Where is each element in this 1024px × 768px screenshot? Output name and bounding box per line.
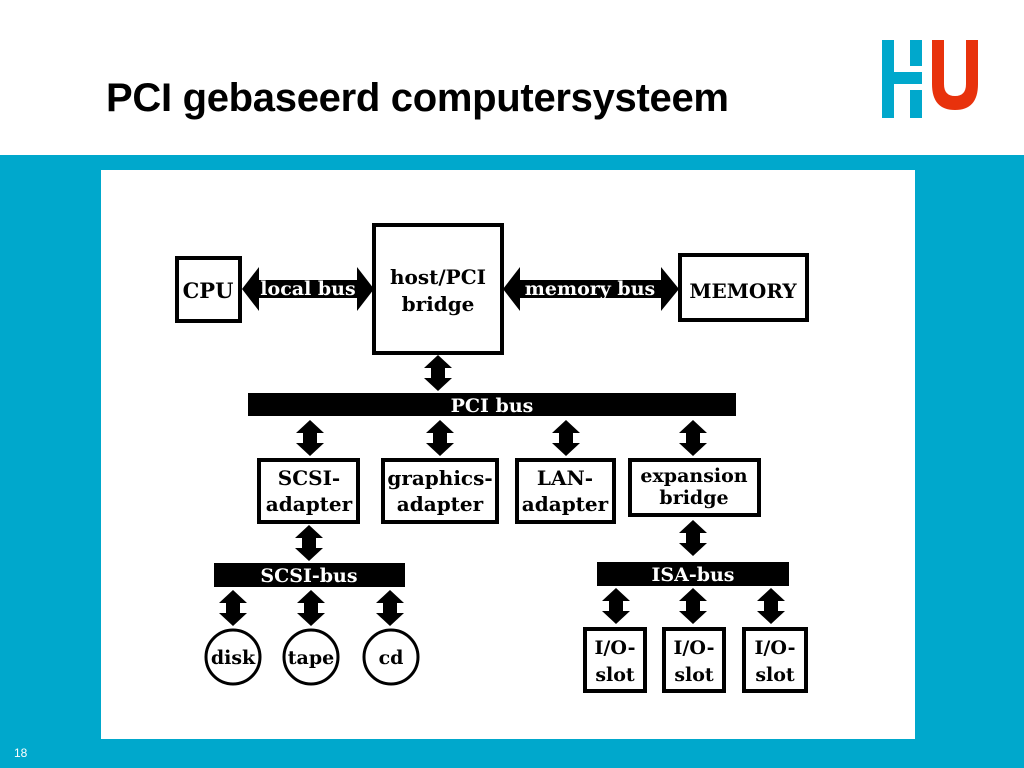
slide-title: PCI gebaseerd computersysteem <box>106 76 729 120</box>
pci-expansion-arrow <box>679 420 707 456</box>
pci-scsi-arrow <box>296 420 324 456</box>
lan-adapter-line1: LAN- <box>537 466 593 490</box>
memory-box <box>678 253 809 322</box>
isa-slot1-arrow <box>602 588 630 624</box>
local-bus-label: local bus <box>260 278 355 300</box>
graphics-adapter-box <box>381 458 499 524</box>
graphics-adapter-line1: graphics- <box>387 466 492 490</box>
scsi-bus-bar <box>214 563 405 587</box>
expansion-bridge-box <box>628 458 761 517</box>
disk-label: disk <box>211 647 256 669</box>
graphics-adapter-line2: adapter <box>397 492 484 516</box>
cd-label: cd <box>379 647 404 669</box>
io-slot-3-line2: slot <box>755 664 795 686</box>
pci-bus-label: PCI bus <box>451 395 534 417</box>
isa-bus-bar <box>597 562 789 586</box>
io-slot-3 <box>742 627 808 693</box>
io-slot-2-line2: slot <box>674 664 714 686</box>
university-logo <box>882 40 978 118</box>
io-slot-2-line1: I/O- <box>674 637 715 659</box>
scsi-bus-label: SCSI-bus <box>260 565 357 587</box>
isa-bus-label: ISA-bus <box>651 564 734 586</box>
io-slot-1-line1: I/O- <box>595 637 636 659</box>
io-slot-3-line1: I/O- <box>755 637 796 659</box>
scsi-cd-arrow <box>376 590 404 626</box>
lan-adapter-line2: adapter <box>522 492 609 516</box>
expansion-bridge-line2: bridge <box>659 487 728 509</box>
io-slot-1-line2: slot <box>595 664 635 686</box>
isa-slot3-arrow <box>757 588 785 624</box>
cd-device <box>362 628 420 686</box>
pci-bus-bar <box>248 393 736 416</box>
scsi-adapter-line2: adapter <box>266 492 353 516</box>
pci-architecture-diagram: CPU local bus host/PCI bridge memory bus… <box>175 223 809 693</box>
bridge-label-line1: host/PCI <box>390 265 486 289</box>
io-slot-2 <box>662 627 726 693</box>
diagram-panel: CPU local bus host/PCI bridge memory bus… <box>101 170 915 739</box>
scsi-adapter-bus-arrow <box>295 525 323 561</box>
page-number: 18 <box>14 746 28 760</box>
tape-label: tape <box>288 647 334 669</box>
pci-graphics-arrow <box>426 420 454 456</box>
scsi-adapter-box <box>257 458 360 524</box>
pci-lan-arrow <box>552 420 580 456</box>
io-slot-1 <box>583 627 647 693</box>
host-pci-bridge-box <box>372 223 504 355</box>
expansion-isa-arrow <box>679 520 707 556</box>
memory-bus-label: memory bus <box>525 278 655 300</box>
cpu-label: CPU <box>183 278 234 303</box>
bridge-pci-arrow <box>424 355 452 391</box>
scsi-adapter-line1: SCSI- <box>278 466 340 490</box>
scsi-tape-arrow <box>297 590 325 626</box>
cpu-box <box>175 256 242 323</box>
expansion-bridge-line1: expansion <box>640 465 747 487</box>
memory-label: MEMORY <box>689 279 797 303</box>
memory-bus-arrow: memory bus <box>503 267 679 311</box>
disk-device <box>204 628 262 686</box>
lan-adapter-box <box>515 458 616 524</box>
isa-slot2-arrow <box>679 588 707 624</box>
scsi-disk-arrow <box>219 590 247 626</box>
slide-header: PCI gebaseerd computersysteem <box>0 0 1024 155</box>
local-bus-arrow: local bus <box>242 267 374 311</box>
bridge-label-line2: bridge <box>402 292 475 316</box>
tape-device <box>282 628 340 686</box>
